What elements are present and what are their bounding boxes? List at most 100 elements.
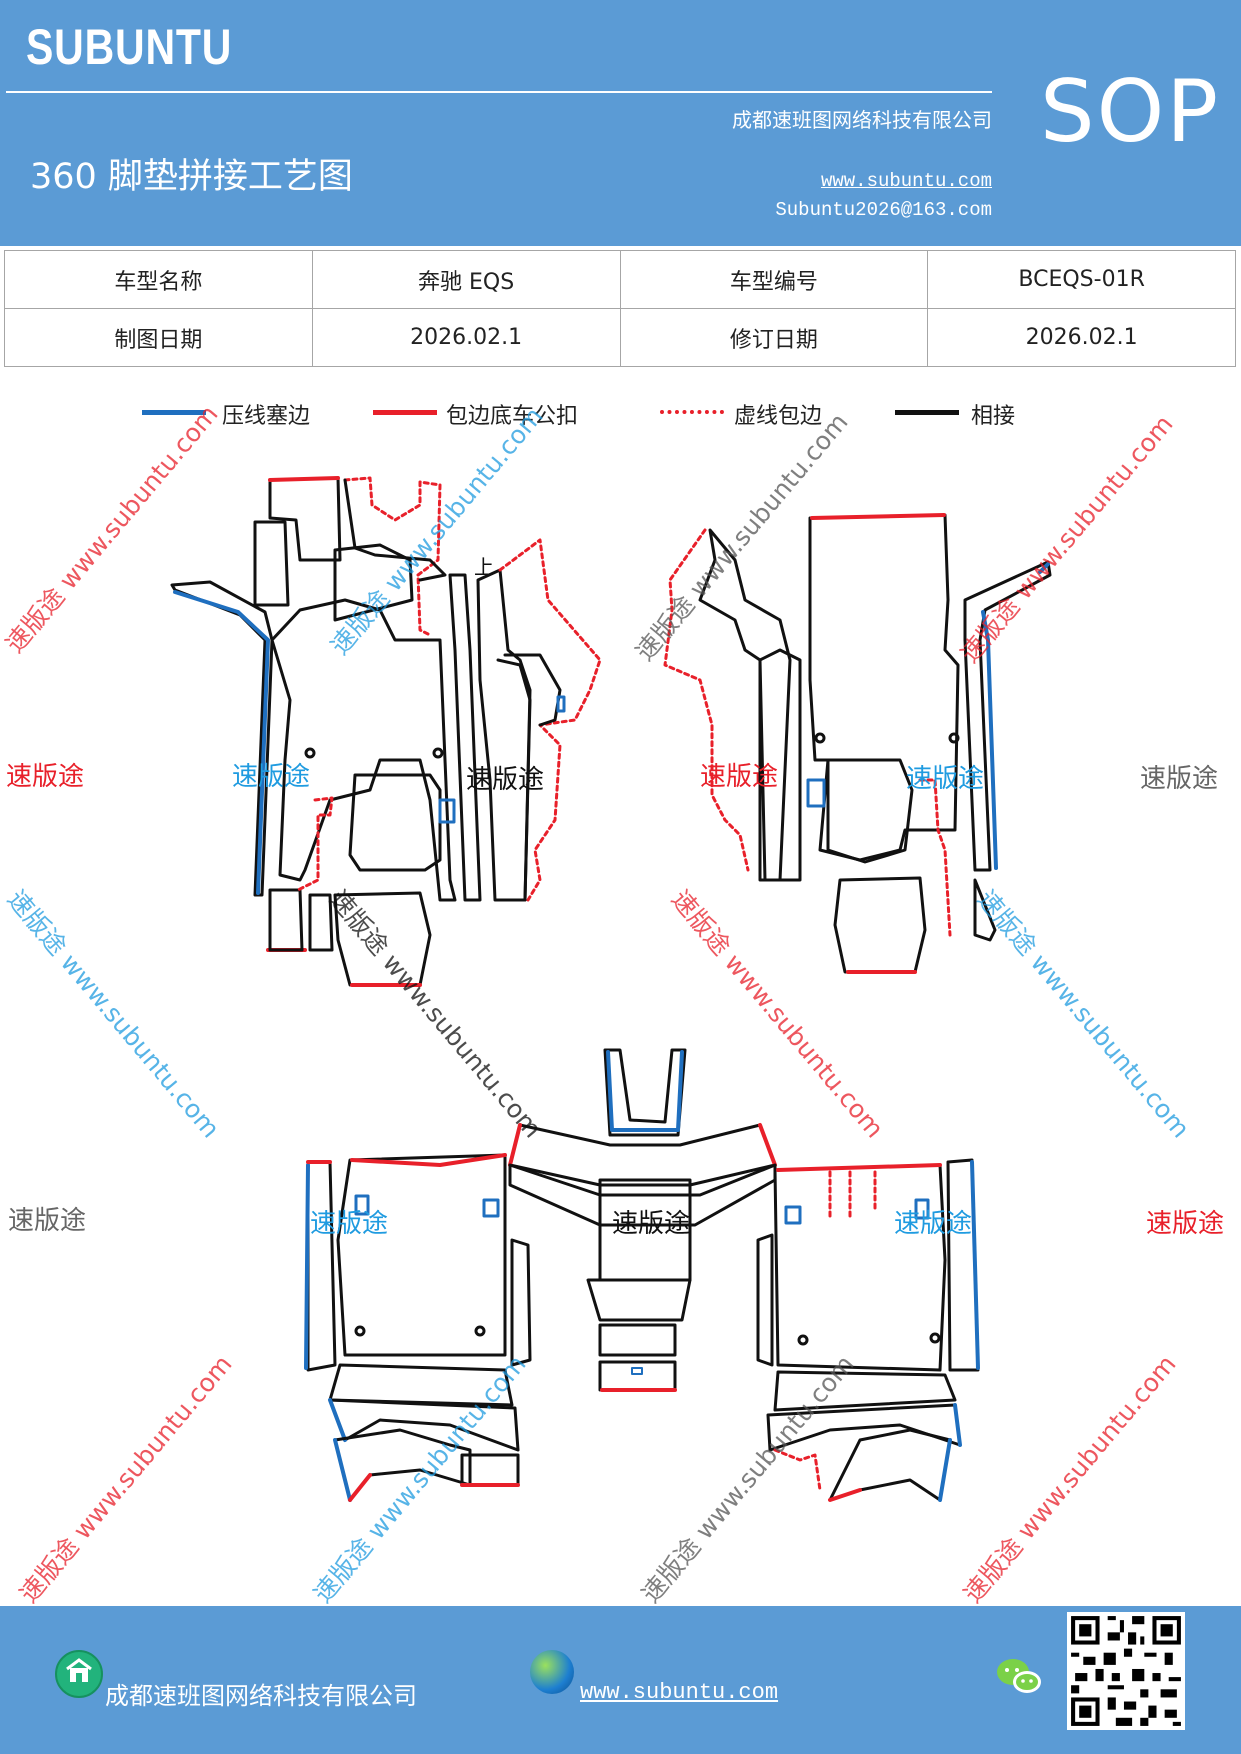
label-model-code: 车型编号	[619, 250, 929, 309]
value-draw-date: 2026.02.1	[311, 308, 621, 367]
edge-red	[810, 513, 946, 520]
sop-badge: SOP	[1040, 62, 1221, 162]
mat-piece	[973, 878, 997, 942]
edge-red	[350, 1153, 507, 1167]
hole	[948, 732, 960, 744]
hole	[929, 1332, 941, 1344]
edge-dotted	[296, 796, 334, 892]
globe-icon	[530, 1650, 574, 1694]
legend-label: 包边底车公扣	[446, 404, 579, 429]
blue-marker	[482, 1198, 500, 1218]
edge-blue	[1038, 562, 1050, 574]
edge-blue	[606, 1050, 684, 1132]
legend-swatch-red	[373, 410, 437, 415]
edge-blue	[970, 1160, 980, 1370]
value-model-code: BCEQS-01R	[927, 250, 1236, 309]
hole	[354, 1325, 366, 1337]
wechat-icon	[997, 1659, 1041, 1693]
mat-piece	[268, 476, 342, 562]
home-icon	[55, 1650, 103, 1698]
legend: 压线塞边 包边底车公扣 虚线包边 相接	[0, 398, 1241, 438]
mat-piece	[698, 528, 792, 882]
mat-piece	[308, 893, 334, 952]
watermark: 速版途	[6, 762, 85, 792]
edge-dotted	[918, 778, 952, 937]
mat-piece	[963, 560, 1052, 872]
mat-piece	[603, 1048, 687, 1137]
watermark: 速版途	[8, 1206, 87, 1236]
edge-blue	[981, 610, 998, 870]
watermark: 速版途	[612, 1209, 691, 1239]
blue-marker	[556, 695, 566, 713]
value-revision-date: 2026.02.1	[927, 308, 1236, 367]
mat-piece	[510, 1238, 532, 1367]
watermark: 速版途	[1146, 1209, 1225, 1239]
edge-blue	[328, 1398, 347, 1442]
watermark: 速版途	[310, 1209, 389, 1239]
mat-piece	[328, 1363, 514, 1407]
mat-piece	[773, 1370, 957, 1412]
qr-code[interactable]	[1067, 1612, 1185, 1730]
blue-marker	[631, 1367, 643, 1375]
mat-piece	[268, 888, 304, 952]
up-marker: 上	[474, 555, 494, 579]
mat-piece	[586, 1278, 692, 1322]
edge-dotted	[828, 1170, 877, 1222]
hole	[304, 747, 316, 759]
mat-piece	[270, 598, 457, 902]
watermark: 速版途	[894, 1209, 973, 1239]
watermark: 速版途	[1140, 764, 1219, 794]
mat-piece	[598, 1323, 677, 1357]
mat-piece	[826, 758, 914, 864]
mat-piece	[496, 658, 532, 902]
mat-piece	[448, 573, 482, 902]
blue-marker	[784, 1205, 802, 1225]
edge-blue	[173, 590, 270, 895]
watermark: 速版途	[906, 764, 985, 794]
document-title: 360 脚垫拼接工艺图	[30, 157, 353, 197]
footer-website-link[interactable]: www.subuntu.com	[580, 1680, 779, 1705]
hole	[432, 747, 444, 759]
vehicle-info-table: 车型名称 奔驰 EQS 车型编号 BCEQS-01R 制图日期 2026.02.…	[4, 250, 1236, 367]
mat-piece	[758, 648, 802, 882]
hole	[814, 732, 826, 744]
right-mat-set	[663, 513, 1052, 974]
website-link[interactable]: www.subuntu.com	[820, 170, 992, 192]
mat-piece	[253, 520, 290, 607]
brand-logo: SUBUNTU	[26, 19, 233, 75]
edge-dotted	[773, 1448, 822, 1492]
edge-red	[268, 476, 340, 482]
legend-swatch-dotted	[660, 410, 724, 414]
mat-piece	[333, 543, 414, 622]
edge-blue	[333, 1438, 352, 1502]
mat-piece	[336, 1153, 507, 1357]
rear-mat-set	[304, 1048, 980, 1502]
label-revision-date: 修订日期	[619, 308, 929, 367]
edge-red	[828, 1488, 862, 1502]
edge-blue	[953, 1403, 962, 1447]
mat-piece	[833, 876, 927, 974]
edge-red	[508, 1123, 777, 1167]
blue-marker	[354, 1194, 370, 1216]
legend-swatch-blue	[142, 410, 206, 415]
label-draw-date: 制图日期	[4, 308, 313, 367]
hole	[474, 1325, 486, 1337]
mat-piece	[476, 568, 532, 902]
blue-marker	[806, 778, 826, 808]
mat-piece	[828, 1428, 952, 1502]
footer-company: 成都速班图网络科技有限公司	[105, 1682, 417, 1710]
value-model-name: 奔驰 EQS	[311, 250, 621, 309]
edge-dotted	[663, 528, 750, 872]
table-row: 制图日期 2026.02.1 修订日期 2026.02.1	[4, 308, 1236, 367]
legend-label: 相接	[971, 404, 1016, 429]
legend-label: 虚线包边	[734, 404, 823, 429]
edge-blue	[304, 1163, 310, 1370]
hole	[797, 1334, 809, 1346]
mat-piece	[503, 653, 562, 727]
header-divider	[6, 91, 992, 93]
header-banner: SUBUNTU 成都速班图网络科技有限公司 360 脚垫拼接工艺图 www.su…	[0, 0, 1241, 246]
edge-red	[348, 1473, 372, 1502]
mat-piece	[598, 1360, 677, 1392]
legend-label: 压线塞边	[222, 404, 311, 429]
